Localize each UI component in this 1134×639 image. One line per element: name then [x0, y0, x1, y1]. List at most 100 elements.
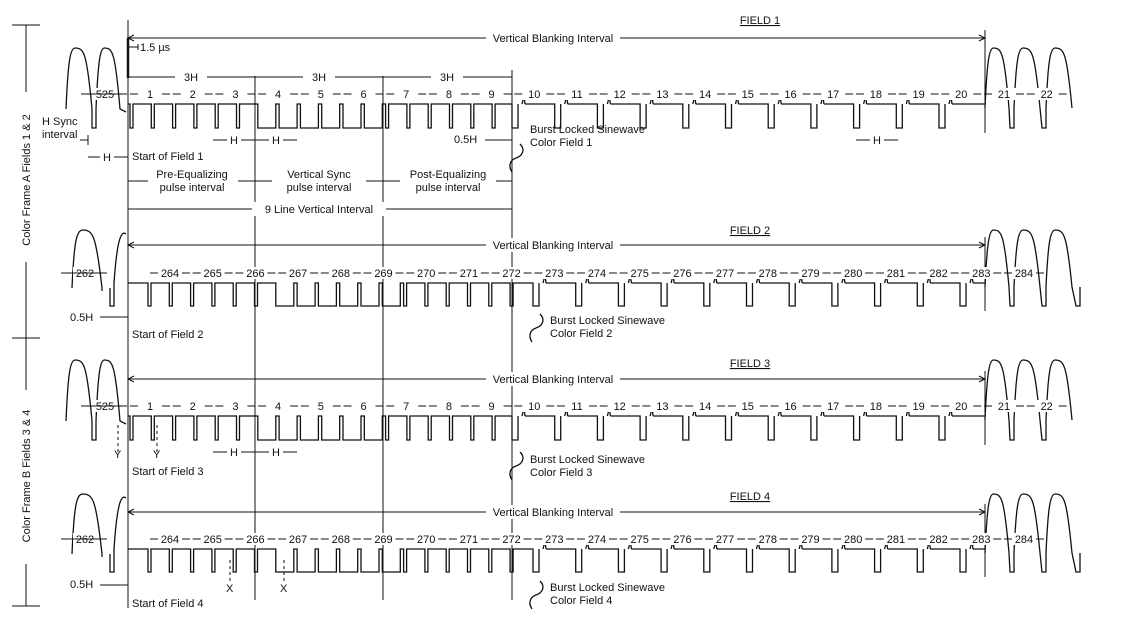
line-number-14: 14 [699, 401, 711, 413]
line-label-bg [456, 267, 481, 279]
line-label-bg [542, 533, 567, 545]
line-label-bg [243, 267, 268, 279]
line-label-bg [180, 400, 205, 412]
field-1-annotations: 1.5 µs 3H 3H 3H H Sync interval H Start … [42, 42, 898, 216]
line-label-bg [328, 267, 353, 279]
left-video-wave [65, 47, 127, 129]
line-number-pre: 525 [96, 401, 114, 413]
line-number-268: 268 [332, 268, 350, 280]
line-label-bg [627, 533, 652, 545]
vbi-arrowhead-left [126, 508, 135, 516]
line-label-bg [200, 267, 225, 279]
post-eq-pulse-label: pulse interval [416, 182, 481, 194]
line-number-274: 274 [588, 534, 606, 546]
line-number-2: 2 [190, 401, 196, 413]
line-label-bg [863, 400, 888, 412]
x-marker-2: X [280, 583, 288, 595]
line-label-bg [906, 400, 931, 412]
line-number-279: 279 [801, 534, 819, 546]
line-number-8: 8 [446, 401, 452, 413]
line-label-bg [158, 533, 182, 545]
line-label-bg [328, 533, 353, 545]
field-title: FIELD 1 [740, 15, 780, 27]
line-number-3: 3 [232, 89, 238, 101]
line-label-bg [371, 267, 396, 279]
line-label-bg [286, 267, 311, 279]
line-label-bg [949, 88, 974, 100]
half-h-label-f2: 0.5H [70, 312, 93, 324]
x-marker-1: X [226, 583, 234, 595]
line-number-4: 4 [275, 89, 281, 101]
line-label-bg [585, 533, 609, 545]
line-number-12: 12 [614, 401, 626, 413]
vbi-label: Vertical Blanking Interval [493, 33, 613, 45]
line-number-264: 264 [161, 268, 179, 280]
line-label-bg [565, 88, 589, 100]
line-number-265: 265 [204, 534, 222, 546]
line-label-bg [308, 88, 333, 100]
burst-sinewave [509, 451, 524, 481]
line-number-9: 9 [489, 89, 495, 101]
line-number-13: 13 [656, 89, 668, 101]
line-number-5: 5 [318, 89, 324, 101]
line-number-266: 266 [246, 268, 264, 280]
burst-sinewave [509, 143, 524, 173]
vbi-arrowhead-left [126, 375, 135, 383]
line-number-2: 2 [190, 89, 196, 101]
line-label-bg [778, 88, 803, 100]
line-label-bg [436, 88, 461, 100]
line-label-bg [755, 267, 780, 279]
h-sync-label: H Sync [42, 116, 78, 128]
line-number-17: 17 [827, 401, 839, 413]
line-label-bg [992, 400, 1016, 412]
line-label-bg [627, 267, 652, 279]
line-number-280: 280 [844, 534, 862, 546]
line-label-bg [371, 533, 396, 545]
half-h-label-f1: 0.5H [454, 134, 477, 146]
line-label-bg [223, 88, 248, 100]
vbi-label-bg [486, 238, 620, 252]
h-label-pre: H [103, 152, 111, 164]
line-number-283: 283 [972, 268, 990, 280]
line-number-21: 21 [998, 89, 1010, 101]
line-number-pre: 525 [96, 89, 114, 101]
line-number-19: 19 [912, 89, 924, 101]
line-label-bg [926, 533, 951, 545]
line-number-7: 7 [403, 401, 409, 413]
line-number-10: 10 [528, 401, 540, 413]
line-number-278: 278 [759, 268, 777, 280]
line-number-20: 20 [955, 89, 967, 101]
vbi-arrowhead-left [126, 241, 135, 249]
line-number-269: 269 [374, 268, 392, 280]
line-number-267: 267 [289, 268, 307, 280]
start-of-field-1: Start of Field 1 [132, 151, 204, 163]
vbi-label: Vertical Blanking Interval [493, 240, 613, 252]
line-number-270: 270 [417, 268, 435, 280]
line-number-281: 281 [887, 534, 905, 546]
line-label-bg [138, 400, 162, 412]
line-label-bg [1012, 267, 1036, 279]
line-number-6: 6 [360, 401, 366, 413]
line-label-bg [949, 400, 974, 412]
line-label-bg [479, 88, 504, 100]
burst-label: Burst Locked Sinewave [550, 582, 665, 594]
y-marker-1: Y [114, 449, 122, 461]
line-label-bg [138, 88, 162, 100]
line-number-280: 280 [844, 268, 862, 280]
field-title: FIELD 3 [730, 358, 770, 370]
line-label-bg [650, 88, 675, 100]
field-2-annotations: 0.5H Start of Field 2 [70, 312, 204, 341]
line-number-11: 11 [571, 401, 582, 413]
line-number-281: 281 [887, 268, 905, 280]
line-label-bg [693, 400, 718, 412]
line-number-276: 276 [673, 268, 691, 280]
line-number-272: 272 [502, 534, 520, 546]
line-label-bg [798, 267, 823, 279]
line-label-bg [522, 88, 547, 100]
left-video-wave [71, 229, 127, 307]
line-label-bg [1034, 400, 1059, 412]
line-label-bg [778, 400, 803, 412]
